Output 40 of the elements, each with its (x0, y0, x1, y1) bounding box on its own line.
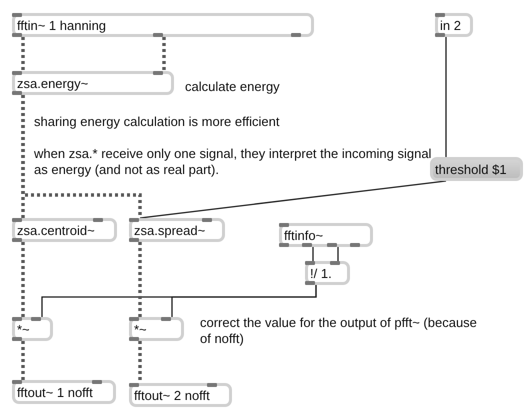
object-box (12, 317, 53, 341)
object-box (12, 218, 117, 242)
object-label: fftout~ 2 nofft (134, 388, 210, 403)
patch-cord (312, 247, 314, 261)
comment-text: calculate energy (185, 79, 281, 95)
patch-cord (337, 247, 339, 261)
signal-patch-cord (162, 37, 166, 71)
object-box (12, 71, 174, 95)
object-label: zsa.centroid~ (17, 223, 95, 238)
comment-text: correct the value for the output of pfft~ (because of nofft) (200, 315, 478, 347)
object-box (12, 380, 116, 404)
patch-cord (171, 285, 317, 317)
object-label: !/ 1. (310, 266, 332, 281)
object-box (279, 223, 373, 247)
object-label: in 2 (440, 18, 461, 33)
object-box (129, 317, 184, 341)
object-label: *~ (17, 322, 30, 337)
message-box (430, 157, 523, 181)
object-label: zsa.spread~ (134, 223, 206, 238)
object-label: zsa.energy~ (17, 76, 88, 91)
signal-patch-cord (138, 242, 142, 317)
object-box (435, 13, 473, 37)
signal-patch-cord (21, 95, 142, 218)
object-label: fftinfo~ (284, 228, 324, 243)
object-label: *~ (134, 322, 147, 337)
object-label: fftout~ 1 nofft (17, 385, 93, 400)
comment-text: when zsa.* receive only one signal, they interpret the incoming signal as energy (and not as real part). (34, 146, 432, 178)
signal-patch-cord (138, 341, 142, 383)
object-label: fftin~ 1 hanning (17, 18, 106, 33)
object-box (129, 218, 225, 242)
signal-patch-cord (21, 37, 25, 71)
comment-text: sharing energy calculation is more efficient (34, 114, 280, 130)
patch-cord (445, 37, 447, 157)
object-box (305, 261, 350, 285)
object-box (12, 13, 314, 37)
signal-patch-cord (21, 341, 25, 380)
object-box (129, 383, 232, 407)
patch-cord (140, 180, 446, 219)
signal-patch-cord (21, 242, 25, 317)
object-label: threshold $1 (435, 162, 507, 177)
